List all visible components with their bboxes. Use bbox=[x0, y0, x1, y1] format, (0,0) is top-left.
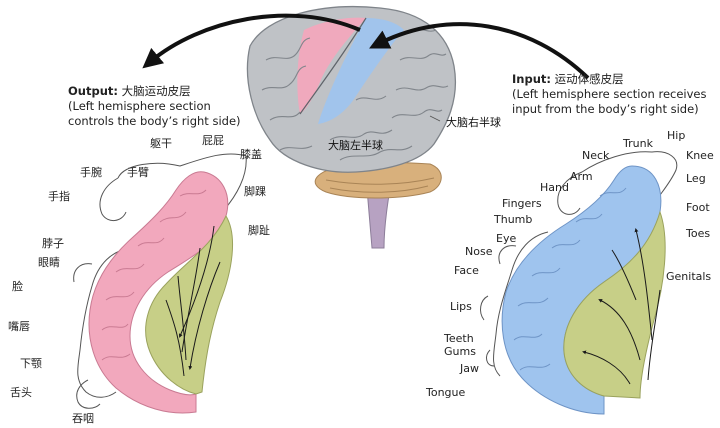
motor-label-eyes: 眼睛 bbox=[38, 256, 60, 269]
motor-label-jaw: 下颚 bbox=[20, 357, 42, 370]
motor-label-fingers: 手指 bbox=[48, 190, 70, 203]
motor-label-hip: 屁屁 bbox=[202, 134, 224, 147]
motor-label-lips: 嘴唇 bbox=[8, 320, 30, 333]
sensory-label-hip: Hip bbox=[667, 129, 686, 142]
sensory-label-lips: Lips bbox=[450, 300, 472, 313]
sensory-label-face: Face bbox=[454, 264, 479, 277]
sensory-cortex-section bbox=[480, 151, 678, 415]
output-arrow bbox=[142, 13, 361, 69]
input-caption-line3: input from the body’s right side) bbox=[512, 102, 699, 116]
sensory-label-leg: Leg bbox=[686, 172, 706, 185]
motor-label-swallowing: 吞咽 bbox=[72, 412, 94, 425]
right-hemisphere-label: 大脑右半球 bbox=[446, 116, 501, 129]
sensory-label-fingers: Fingers bbox=[502, 197, 542, 210]
motor-label-neck: 脖子 bbox=[42, 237, 64, 250]
motor-label-face: 脸 bbox=[12, 280, 23, 293]
brain-illustration bbox=[246, 5, 457, 249]
input-caption-line2: (Left hemisphere section receives bbox=[512, 87, 707, 101]
sensory-label-foot: Foot bbox=[686, 201, 710, 214]
output-caption-line3: controls the body’s right side) bbox=[68, 114, 241, 128]
sensory-label-genitals: Genitals bbox=[666, 270, 712, 283]
sensory-label-toes: Toes bbox=[686, 227, 711, 240]
motor-cortex-band bbox=[88, 171, 229, 414]
motor-white-matter bbox=[145, 214, 234, 395]
sensory-label-arm: Arm bbox=[570, 170, 593, 183]
motor-label-toes: 脚趾 bbox=[248, 224, 270, 237]
input-arrow bbox=[369, 22, 590, 80]
motor-label-knee: 膝盖 bbox=[240, 148, 262, 161]
motor-label-arm: 手臂 bbox=[127, 166, 149, 179]
sensory-label-knee: Knee bbox=[686, 149, 714, 162]
sensory-label-neck: Neck bbox=[582, 149, 610, 162]
motor-cortex-strip bbox=[297, 17, 366, 115]
output-title-bold: Output: bbox=[68, 84, 118, 98]
sensory-label-jaw: Jaw bbox=[460, 362, 479, 375]
motor-cortex-section bbox=[73, 153, 247, 414]
sensory-label-tongue: Tongue bbox=[426, 386, 466, 399]
input-title-rest: 运动体感皮层 bbox=[550, 72, 624, 86]
input-caption-title: Input: 运动体感皮层 bbox=[512, 72, 624, 86]
output-caption-title: Output: 大脑运动皮层 bbox=[68, 84, 191, 98]
sensory-label-eye: Eye bbox=[496, 232, 517, 245]
sensory-label-hand: Hand bbox=[540, 181, 569, 194]
motor-label-trunk: 躯干 bbox=[150, 137, 172, 150]
sensory-label-trunk: Trunk bbox=[623, 137, 653, 150]
output-title-rest: 大脑运动皮层 bbox=[117, 84, 191, 98]
motor-label-tongue: 舌头 bbox=[10, 386, 32, 399]
sensory-label-thumb: Thumb bbox=[494, 213, 533, 226]
sensory-label-nose: Nose bbox=[465, 245, 493, 258]
input-title-bold: Input: bbox=[512, 72, 551, 86]
motor-label-ankle: 脚踝 bbox=[244, 185, 266, 198]
sensory-label-gums: Gums bbox=[444, 345, 476, 358]
left-hemisphere-label: 大脑左半球 bbox=[328, 139, 383, 152]
motor-label-wrist: 手腕 bbox=[80, 166, 102, 179]
output-caption-line2: (Left hemisphere section bbox=[68, 99, 211, 113]
sensory-label-teeth: Teeth bbox=[444, 332, 474, 345]
